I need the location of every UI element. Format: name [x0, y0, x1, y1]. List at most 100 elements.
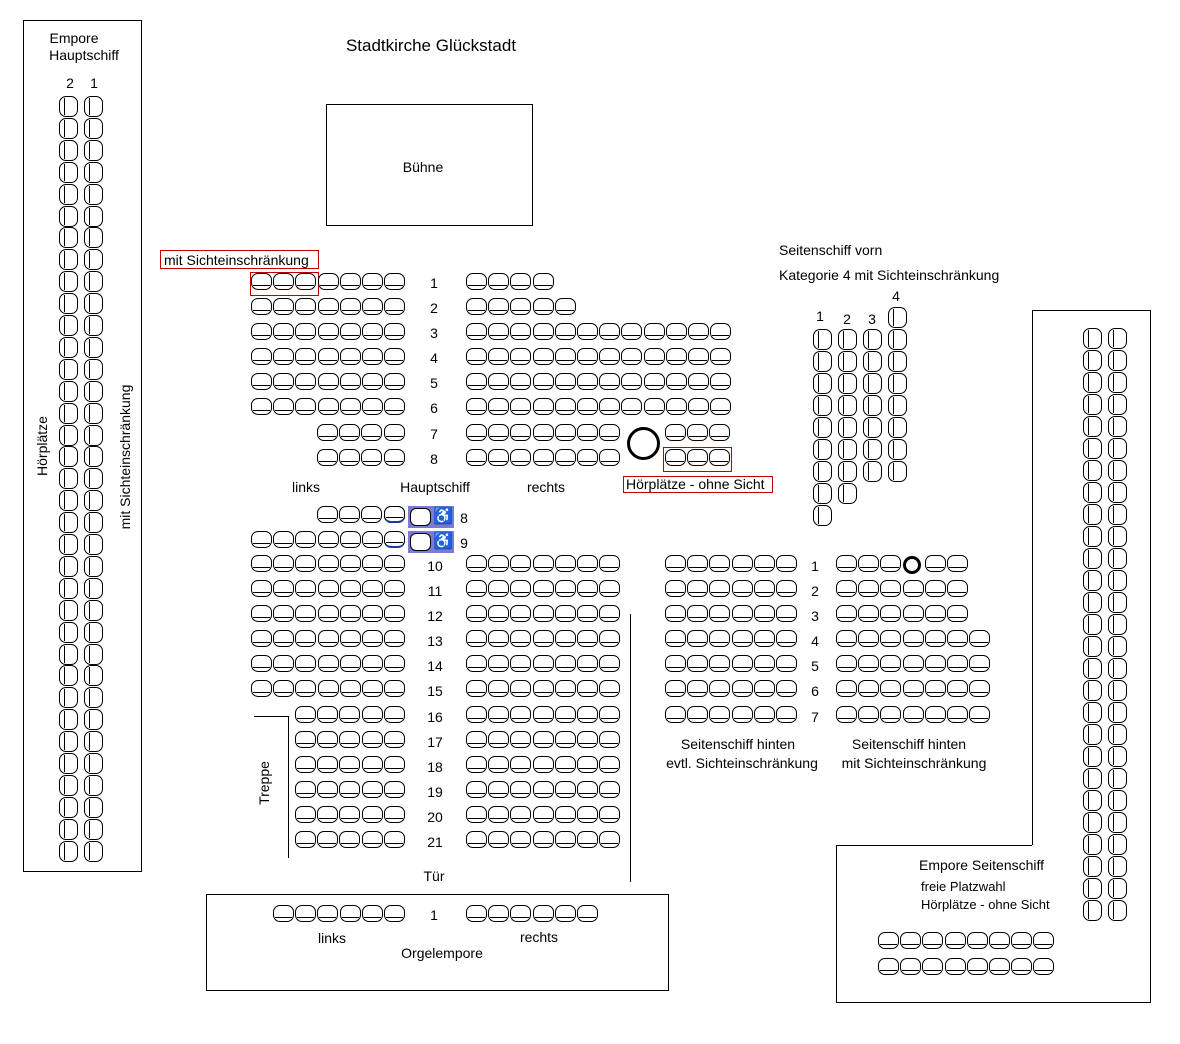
nave-seat-left[interactable] [251, 298, 272, 315]
gallery-main-seat[interactable] [84, 293, 103, 315]
nave-seat-right[interactable] [599, 831, 621, 848]
gallery-side-seat[interactable] [1108, 548, 1127, 569]
nave-seat-right[interactable] [577, 756, 598, 773]
nave-seat-right[interactable] [466, 373, 487, 390]
gallery-side-seat[interactable] [1083, 372, 1102, 393]
side-rear-seat-left[interactable] [753, 706, 775, 723]
nave-seat-right[interactable] [532, 731, 554, 748]
nave-seat-right[interactable] [665, 348, 687, 365]
side-rear-seat-right[interactable] [924, 605, 946, 622]
nave-seat-left[interactable] [273, 655, 295, 672]
nave-seat-right[interactable] [577, 806, 598, 823]
side-rear-seat-right[interactable] [902, 706, 924, 723]
nave-seat-right[interactable] [599, 756, 621, 773]
side-rear-seat-right[interactable] [947, 555, 968, 572]
side-rear-seat-left[interactable] [753, 580, 775, 597]
nave-seat-left[interactable] [317, 555, 339, 572]
nave-seat-right[interactable] [466, 580, 487, 597]
nave-seat-left[interactable] [317, 756, 339, 773]
side-rear-seat-right[interactable] [969, 630, 991, 647]
gallery-side-seat[interactable] [1108, 328, 1127, 349]
side-rear-seat-right[interactable] [858, 680, 880, 697]
gallery-side-seat[interactable] [1083, 416, 1102, 437]
nave-seat-right[interactable] [554, 630, 576, 647]
side-rear-seat-left[interactable] [776, 630, 797, 647]
nave-seat-right[interactable] [554, 449, 576, 466]
side-rear-seat-right[interactable] [924, 680, 946, 697]
nave-seat-left[interactable] [273, 323, 295, 340]
nave-seat-right[interactable] [665, 398, 687, 415]
gallery-main-seat[interactable] [59, 96, 78, 117]
side-rear-seat-right[interactable] [924, 630, 946, 647]
nave-seat-right[interactable] [554, 348, 576, 365]
gallery-side-seat[interactable] [989, 958, 1010, 975]
nave-seat-right[interactable] [488, 580, 510, 597]
nave-seat-left[interactable] [339, 731, 361, 748]
gallery-side-seat[interactable] [1108, 460, 1127, 481]
nave-seat-right[interactable] [532, 781, 554, 798]
side-rear-seat-left[interactable] [687, 605, 709, 622]
gallery-main-seat[interactable] [59, 468, 78, 490]
nave-seat-left[interactable] [339, 781, 361, 798]
side-front-seat[interactable] [813, 373, 832, 394]
nave-seat-right[interactable] [466, 298, 487, 315]
gallery-main-seat[interactable] [84, 577, 103, 599]
nave-seat-right[interactable] [688, 373, 709, 390]
side-front-seat[interactable] [838, 439, 857, 460]
gallery-main-seat[interactable] [84, 402, 103, 424]
gallery-main-seat[interactable] [84, 534, 103, 555]
gallery-main-seat[interactable] [84, 227, 103, 249]
side-rear-seat-left[interactable] [687, 555, 709, 572]
side-rear-seat-left[interactable] [665, 630, 686, 647]
nave-seat-right[interactable] [577, 731, 598, 748]
gallery-side-seat[interactable] [1108, 526, 1127, 547]
gallery-main-seat[interactable] [59, 490, 78, 512]
gallery-side-seat[interactable] [1083, 526, 1102, 547]
nave-seat-left[interactable] [251, 348, 272, 365]
side-rear-seat-right[interactable] [947, 680, 968, 697]
nave-seat-right[interactable] [488, 323, 510, 340]
nave-seat-left[interactable] [273, 680, 295, 697]
side-front-seat[interactable] [863, 373, 882, 394]
gallery-main-seat[interactable] [84, 380, 103, 402]
nave-seat-left[interactable] [295, 655, 317, 672]
side-front-seat[interactable] [863, 351, 882, 372]
side-rear-seat-right[interactable] [836, 580, 857, 597]
side-rear-seat-right[interactable] [836, 555, 857, 572]
side-front-seat[interactable] [838, 329, 857, 350]
nave-seat-left[interactable] [384, 531, 405, 548]
nave-seat-right[interactable] [466, 630, 487, 647]
nave-seat-right[interactable] [466, 398, 487, 415]
nave-seat-right[interactable] [599, 605, 621, 622]
side-rear-seat-left[interactable] [731, 555, 753, 572]
gallery-main-seat[interactable] [84, 249, 103, 271]
nave-seat-left[interactable] [273, 555, 295, 572]
nave-seat-right[interactable] [466, 449, 487, 466]
nave-seat-left[interactable] [317, 630, 339, 647]
gallery-side-seat[interactable] [1083, 900, 1102, 921]
nave-seat-right[interactable] [599, 580, 621, 597]
wheelchair-companion-seat[interactable] [410, 508, 431, 526]
gallery-side-seat[interactable] [966, 932, 988, 949]
nave-seat-right[interactable] [532, 273, 554, 290]
nave-seat-right[interactable] [532, 680, 554, 697]
nave-seat-right[interactable] [532, 449, 554, 466]
gallery-main-seat[interactable] [59, 687, 78, 709]
side-front-seat[interactable] [863, 439, 882, 460]
nave-seat-left[interactable] [339, 398, 361, 415]
gallery-main-seat[interactable] [84, 358, 103, 380]
nave-seat-right[interactable] [577, 449, 598, 466]
gallery-side-seat[interactable] [922, 932, 944, 949]
side-rear-seat-left[interactable] [753, 555, 775, 572]
nave-seat-left[interactable] [317, 831, 339, 848]
nave-seat-right[interactable] [532, 373, 554, 390]
nave-seat-right[interactable] [643, 398, 665, 415]
gallery-side-seat[interactable] [1083, 680, 1102, 701]
side-rear-seat-left[interactable] [776, 555, 797, 572]
side-front-seat[interactable] [813, 483, 832, 504]
nave-seat-left[interactable] [361, 706, 383, 723]
nave-seat-right[interactable] [688, 323, 709, 340]
gallery-side-seat[interactable] [1108, 592, 1127, 613]
gallery-main-seat[interactable] [84, 117, 103, 139]
side-rear-seat-right[interactable] [858, 655, 880, 672]
